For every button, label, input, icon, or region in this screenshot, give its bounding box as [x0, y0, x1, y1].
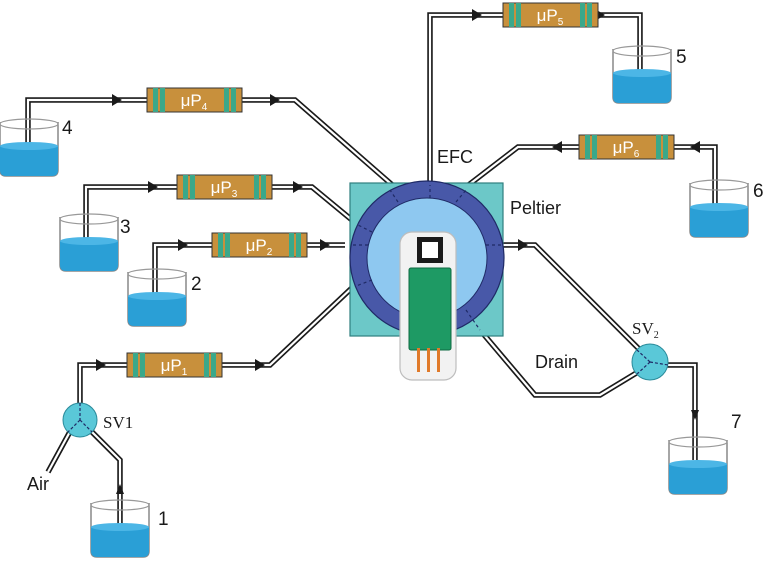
- svg-text:7: 7: [731, 412, 742, 433]
- arrow-icon: [690, 141, 700, 153]
- valve-sv2: SV2: [631, 319, 669, 381]
- svg-text:SV2: SV2: [632, 319, 659, 341]
- arrow-icon: [293, 181, 303, 193]
- svg-text:SV1: SV1: [103, 413, 133, 432]
- arrow-icon: [96, 359, 106, 371]
- air-label: Air: [27, 474, 49, 494]
- svg-text:1: 1: [158, 509, 169, 530]
- reservoir-4: 4: [0, 118, 73, 177]
- arrow-icon: [178, 239, 188, 251]
- flow-arrows: [96, 9, 700, 494]
- reservoir-7: 7: [668, 412, 742, 495]
- sensor-chip: [399, 231, 457, 381]
- pump-p1: μP1: [126, 352, 223, 378]
- arrow-icon: [116, 484, 124, 494]
- pump-p2: μP2: [211, 232, 308, 258]
- svg-text:5: 5: [676, 47, 687, 68]
- arrow-icon: [472, 9, 482, 21]
- svg-text:2: 2: [191, 274, 202, 295]
- valve-sv1: SV1: [62, 402, 133, 438]
- pump-p4: μP4: [146, 87, 243, 113]
- svg-text:6: 6: [753, 181, 764, 202]
- svg-text:3: 3: [120, 217, 131, 238]
- pump-p5: μP5: [502, 2, 599, 28]
- arrow-icon: [270, 94, 280, 106]
- arrow-icon: [320, 239, 330, 251]
- svg-text:μP4: μP4: [181, 91, 208, 113]
- svg-text:μP3: μP3: [211, 178, 238, 200]
- svg-text:μP1: μP1: [161, 356, 188, 378]
- svg-text:μP2: μP2: [246, 236, 273, 258]
- pump-p3: μP3: [176, 174, 273, 200]
- efc-label: EFC: [437, 147, 473, 167]
- peltier-label: Peltier: [510, 198, 561, 218]
- pump-p6: μP6: [578, 134, 675, 160]
- arrow-icon: [518, 239, 528, 251]
- arrow-icon: [552, 141, 562, 153]
- svg-text:μP5: μP5: [537, 6, 564, 28]
- arrow-icon: [255, 359, 265, 371]
- reservoir-1: 1: [90, 499, 169, 558]
- reservoir-2: 2: [127, 268, 202, 327]
- arrow-icon: [148, 181, 158, 193]
- arrow-icon: [112, 94, 122, 106]
- drain-label: Drain: [535, 352, 578, 372]
- arrow-icon: [691, 410, 699, 420]
- reservoir-6: 6: [689, 179, 764, 238]
- svg-text:4: 4: [62, 118, 73, 139]
- reservoir-3: 3: [59, 213, 131, 272]
- svg-text:μP6: μP6: [613, 138, 640, 160]
- reservoir-5: 5: [612, 45, 687, 104]
